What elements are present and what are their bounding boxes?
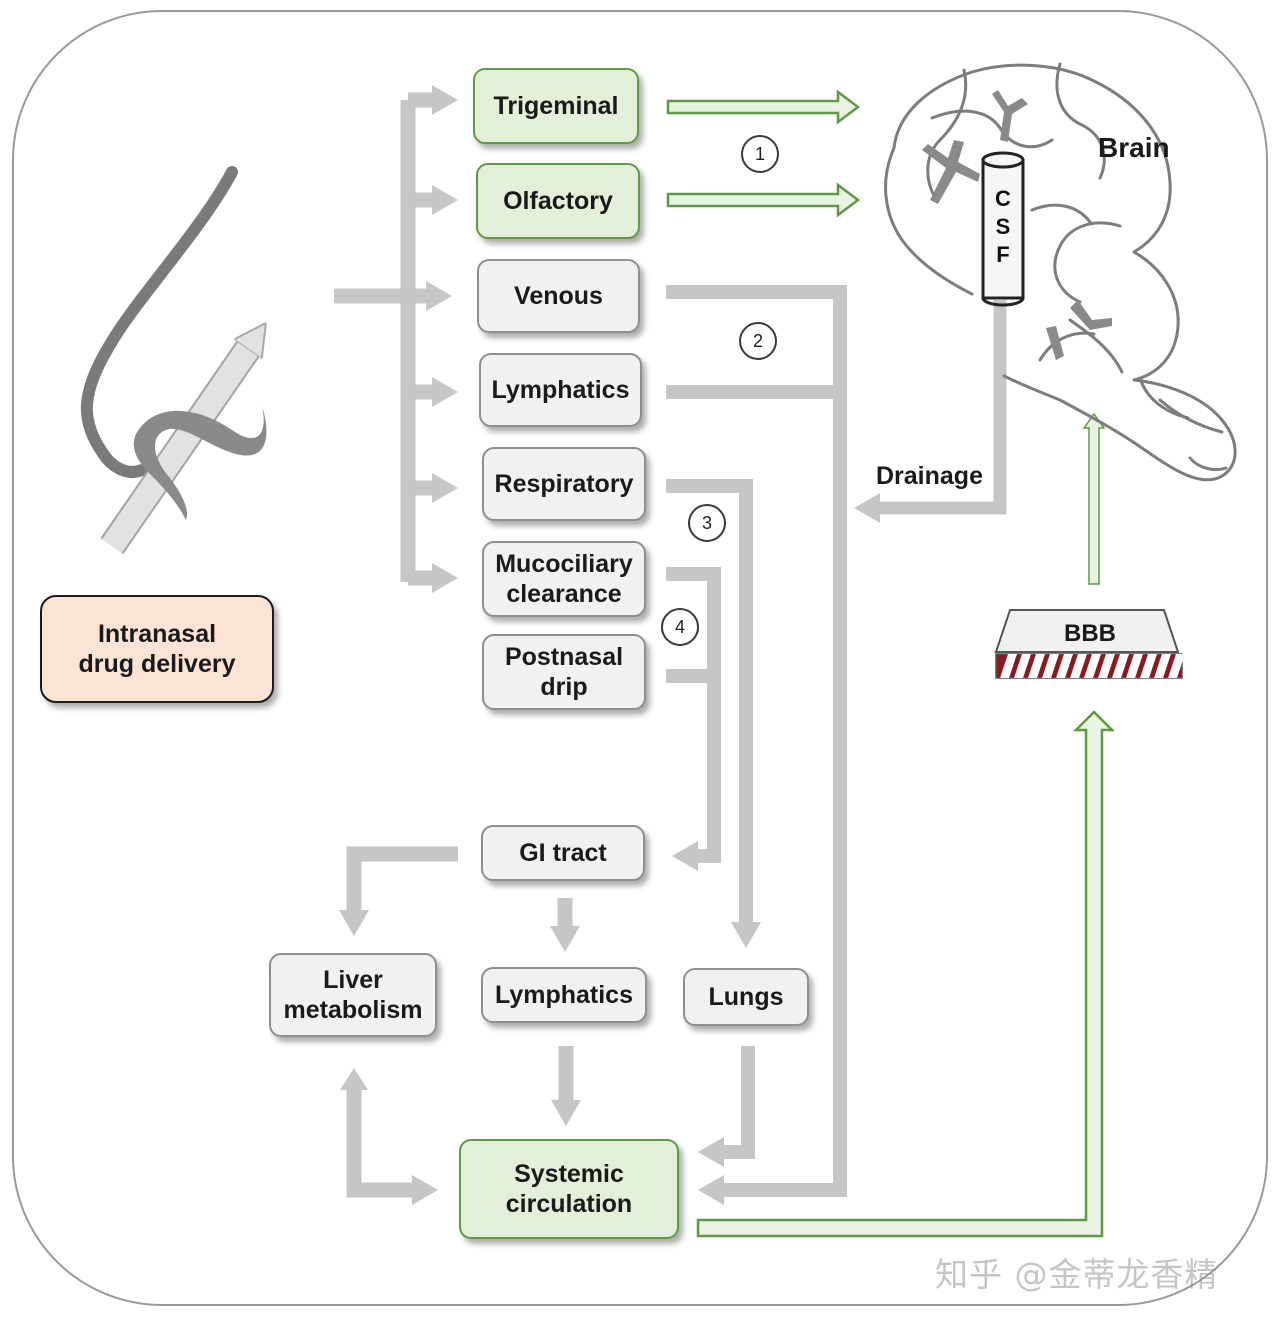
brain-sulci — [922, 90, 1112, 360]
liver-metabolism-box: Liver metabolism — [269, 953, 437, 1037]
bbb-stripe — [1070, 654, 1087, 678]
bbb-stripe — [1154, 654, 1171, 678]
olfactory-box: Olfactory — [476, 163, 640, 239]
bbb-stripe — [1140, 654, 1157, 678]
systemic-to-bbb-arrow — [696, 412, 1116, 1238]
csf-letter-f: F — [996, 242, 1010, 267]
brain-illustration — [884, 62, 1237, 482]
csf-letter-c: C — [995, 186, 1011, 211]
diagram-frame — [12, 10, 1268, 1306]
liver-systemic-arrow — [340, 1068, 438, 1205]
respiratory-box: Respiratory — [482, 447, 646, 521]
respiratory-to-lungs-arrow — [666, 479, 761, 948]
bbb-barrier — [994, 609, 1185, 679]
bbb-stripe — [1014, 654, 1031, 678]
bbb-stripe — [1168, 654, 1185, 678]
nose-illustration — [80, 166, 267, 554]
route-number-1: 1 — [741, 135, 779, 173]
route-number-3: 3 — [688, 504, 726, 542]
bbb-stripe — [1112, 654, 1129, 678]
bbb-stripe — [1028, 654, 1045, 678]
postnasal-drip-box: Postnasal drip — [482, 634, 646, 710]
bbb-stripe — [1042, 654, 1059, 678]
clearance-to-gi-arrows — [666, 567, 721, 871]
watermark-text: 知乎 @金蒂龙香精 — [935, 1255, 1219, 1294]
venous-lymphatic-arrows — [666, 285, 847, 1205]
route-number-4: 4 — [661, 608, 699, 646]
mucociliary-clearance-box: Mucociliary clearance — [482, 541, 646, 617]
bbb-stripe — [1000, 654, 1017, 678]
drainage-arrow — [854, 300, 1007, 523]
bbb-label: BBB — [1064, 620, 1116, 647]
drainage-label: Drainage — [876, 462, 983, 490]
gi-branch-arrows — [339, 846, 755, 1167]
bbb-stripe — [1098, 654, 1115, 678]
trigeminal-box: Trigeminal — [473, 68, 639, 144]
brain-label: Brain — [1098, 132, 1170, 163]
csf-letter-s: S — [995, 214, 1011, 239]
bbb-stripe — [1084, 654, 1101, 678]
venous-box: Venous — [477, 259, 640, 333]
bbb-stripe — [1126, 654, 1143, 678]
bbb-stripe — [1056, 654, 1073, 678]
lungs-box: Lungs — [683, 968, 809, 1026]
nerve-arrows-to-brain — [666, 89, 861, 218]
gi-tract-box: GI tract — [481, 825, 645, 881]
nose-to-pathway-arrows — [334, 85, 458, 593]
intranasal-delivery-box: Intranasal drug delivery — [40, 595, 274, 703]
gi-lymphatics-box: Lymphatics — [481, 967, 647, 1023]
route-number-2: 2 — [739, 322, 777, 360]
lymphatics-box: Lymphatics — [479, 353, 642, 427]
systemic-circulation-box: Systemic circulation — [459, 1139, 679, 1239]
csf-column — [981, 151, 1025, 307]
